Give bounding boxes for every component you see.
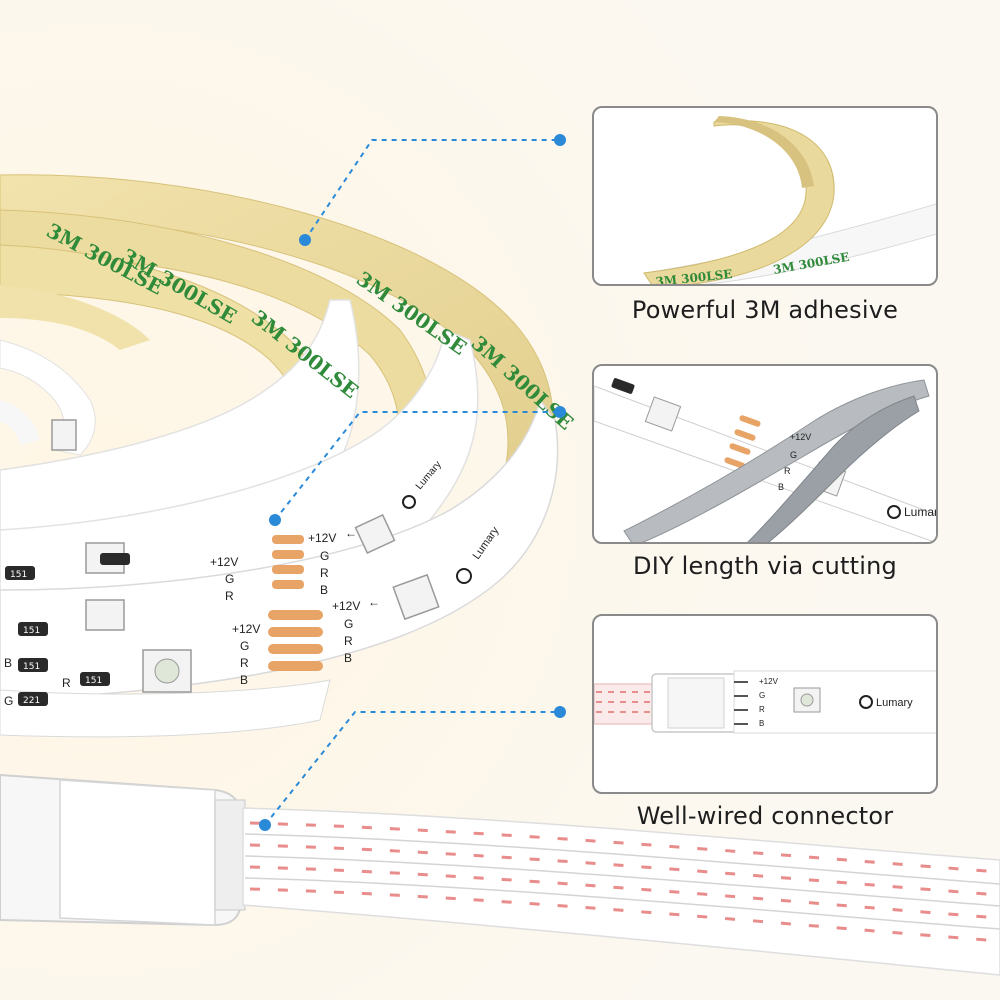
leader-dots — [259, 134, 566, 831]
pin-label: R — [225, 589, 234, 603]
pin-label: R — [344, 634, 353, 648]
pin-label: G — [344, 617, 353, 631]
resistor-code: 151 — [23, 626, 40, 636]
leader-line-connector — [264, 711, 557, 826]
caption-connector: Well-wired connector — [636, 802, 894, 830]
resistor-code: 221 — [23, 696, 40, 706]
pin-label: R — [62, 676, 71, 690]
pin-label: B — [778, 482, 784, 492]
connector-icon: +12V G R B Lumary — [594, 670, 936, 734]
resistor-code: 151 — [10, 570, 27, 580]
pin-label: G — [240, 639, 249, 653]
pin-label: B — [759, 719, 764, 728]
voltage-label: +12V — [332, 599, 360, 613]
arrow-label: ← — [345, 526, 357, 540]
brand-label: Lumary — [876, 697, 913, 709]
connector-cable — [0, 773, 1000, 976]
voltage-label: +12V — [308, 531, 336, 545]
pin-label: G — [759, 691, 765, 700]
scissors-cut-icon: +12V G R B Lumary — [594, 378, 938, 542]
voltage-label: +12V — [759, 677, 779, 686]
caption-adhesive: Powerful 3M adhesive — [631, 296, 899, 324]
pin-label: G — [320, 549, 329, 563]
voltage-label: +12V — [790, 432, 811, 442]
feature-panel-connector: +12V G R B Lumary — [592, 614, 938, 794]
brand-label: Lumary — [904, 505, 938, 519]
resistors: 151 151 151 151 221 — [5, 553, 130, 706]
leader-lines — [264, 139, 557, 826]
pin-label: R — [784, 466, 791, 476]
led-chips — [51, 419, 440, 693]
voltage-label: +12V — [210, 555, 238, 569]
pin-label: G — [4, 694, 13, 708]
pin-label: B — [4, 656, 12, 670]
copper-pads-1 — [272, 535, 304, 589]
pin-label: G — [225, 572, 234, 586]
feature-panel-cutting: +12V G R B Lumary — [592, 364, 938, 544]
strip-labels: +12V G R +12V ← G R B +12V G R B +12V ← … — [4, 526, 380, 708]
leader-line-adhesive — [304, 139, 557, 241]
pin-label: B — [344, 651, 352, 665]
arrow-label: ← — [368, 595, 380, 609]
pin-label: R — [759, 705, 765, 714]
adhesive-tape-icon: 3M 300LSE 3M 300LSE — [643, 116, 936, 284]
voltage-label: +12V — [232, 622, 260, 636]
resistor-code: 151 — [85, 676, 102, 686]
pin-label: B — [320, 583, 328, 597]
pin-label: B — [240, 673, 248, 687]
pin-label: R — [240, 656, 249, 670]
resistor-code: 151 — [23, 662, 40, 672]
feature-panel-adhesive: 3M 300LSE 3M 300LSE — [592, 106, 938, 286]
pin-label: R — [320, 566, 329, 580]
pin-label: G — [790, 450, 797, 460]
copper-pads-2 — [268, 610, 323, 671]
caption-cutting: DIY length via cutting — [633, 552, 897, 580]
